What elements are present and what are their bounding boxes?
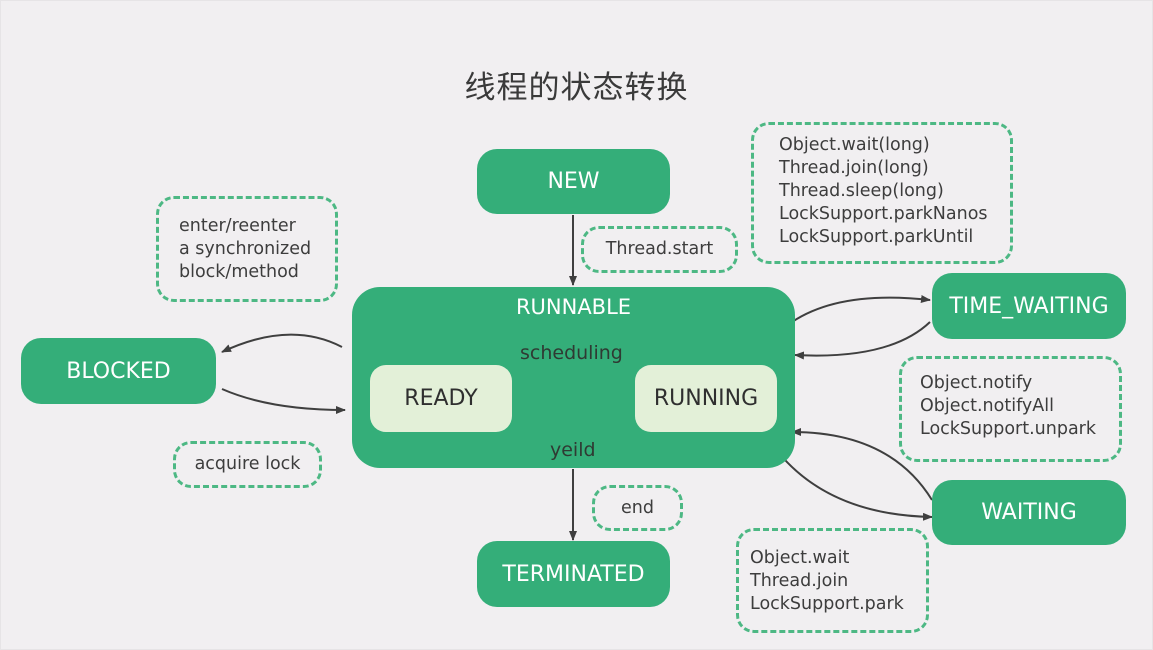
note-line: Object.wait bbox=[750, 548, 850, 568]
state-blocked-label: BLOCKED bbox=[66, 358, 171, 384]
note-line: Thread.start bbox=[605, 239, 714, 259]
note-line: Thread.sleep(long) bbox=[779, 181, 944, 201]
arrow-time-waiting-to-runnable bbox=[794, 321, 931, 360]
state-running[interactable]: RUNNING bbox=[635, 365, 777, 432]
note-line: Thread.join(long) bbox=[779, 158, 929, 178]
state-ready[interactable]: READY bbox=[370, 365, 512, 432]
state-ready-label: READY bbox=[404, 386, 478, 411]
note-line: Object.notifyAll bbox=[920, 396, 1054, 416]
state-new-label: NEW bbox=[547, 169, 600, 194]
note-line: LockSupport.parkNanos bbox=[779, 204, 988, 224]
state-terminated-label: TERMINATED bbox=[502, 561, 645, 587]
note-enter-synchronized: enter/reenter a synchronized block/metho… bbox=[156, 196, 338, 302]
note-line: block/method bbox=[179, 262, 299, 282]
note-end: end bbox=[592, 485, 683, 531]
arrow-runnable-to-blocked bbox=[221, 333, 343, 353]
note-line: acquire lock bbox=[194, 454, 301, 474]
note-timed-wait-calls: Object.wait(long) Thread.join(long) Thre… bbox=[751, 122, 1013, 264]
note-line: LockSupport.park bbox=[750, 594, 904, 614]
note-line: LockSupport.parkUntil bbox=[779, 227, 974, 247]
state-time-waiting[interactable]: TIME_WAITING bbox=[932, 273, 1126, 339]
arrow-blocked-to-runnable bbox=[221, 388, 346, 414]
state-waiting[interactable]: WAITING bbox=[932, 480, 1126, 545]
edge-label-yield: yeild bbox=[550, 439, 596, 461]
note-line: Thread.join bbox=[750, 571, 849, 591]
arrow-waiting-to-runnable bbox=[791, 428, 933, 501]
note-line: Object.notify bbox=[920, 373, 1033, 393]
state-time-waiting-label: TIME_WAITING bbox=[949, 293, 1109, 319]
note-acquire-lock: acquire lock bbox=[173, 441, 322, 488]
state-blocked[interactable]: BLOCKED bbox=[21, 338, 216, 404]
edge-label-scheduling: scheduling bbox=[520, 342, 623, 364]
note-line: Object.wait(long) bbox=[779, 135, 930, 155]
state-runnable[interactable]: RUNNABLE READY RUNNING scheduling yeild bbox=[352, 287, 795, 468]
arrow-runnable-to-time-waiting bbox=[791, 295, 931, 323]
state-runnable-label: RUNNABLE bbox=[515, 295, 632, 319]
state-new[interactable]: NEW bbox=[477, 149, 670, 214]
note-thread-start: Thread.start bbox=[581, 226, 738, 273]
note-wait-calls: Object.wait Thread.join LockSupport.park bbox=[736, 528, 929, 633]
state-terminated[interactable]: TERMINATED bbox=[477, 541, 670, 607]
note-line: LockSupport.unpark bbox=[920, 419, 1096, 439]
note-line: enter/reenter bbox=[179, 216, 296, 236]
state-waiting-label: WAITING bbox=[981, 500, 1077, 525]
note-line: end bbox=[621, 497, 654, 518]
note-line: a synchronized bbox=[179, 239, 312, 259]
diagram-title: 线程的状态转换 bbox=[464, 70, 689, 106]
arrow-runnable-to-waiting bbox=[777, 451, 933, 521]
note-notify-calls: Object.notify Object.notifyAll LockSuppo… bbox=[899, 356, 1122, 462]
state-running-label: RUNNING bbox=[653, 386, 759, 411]
